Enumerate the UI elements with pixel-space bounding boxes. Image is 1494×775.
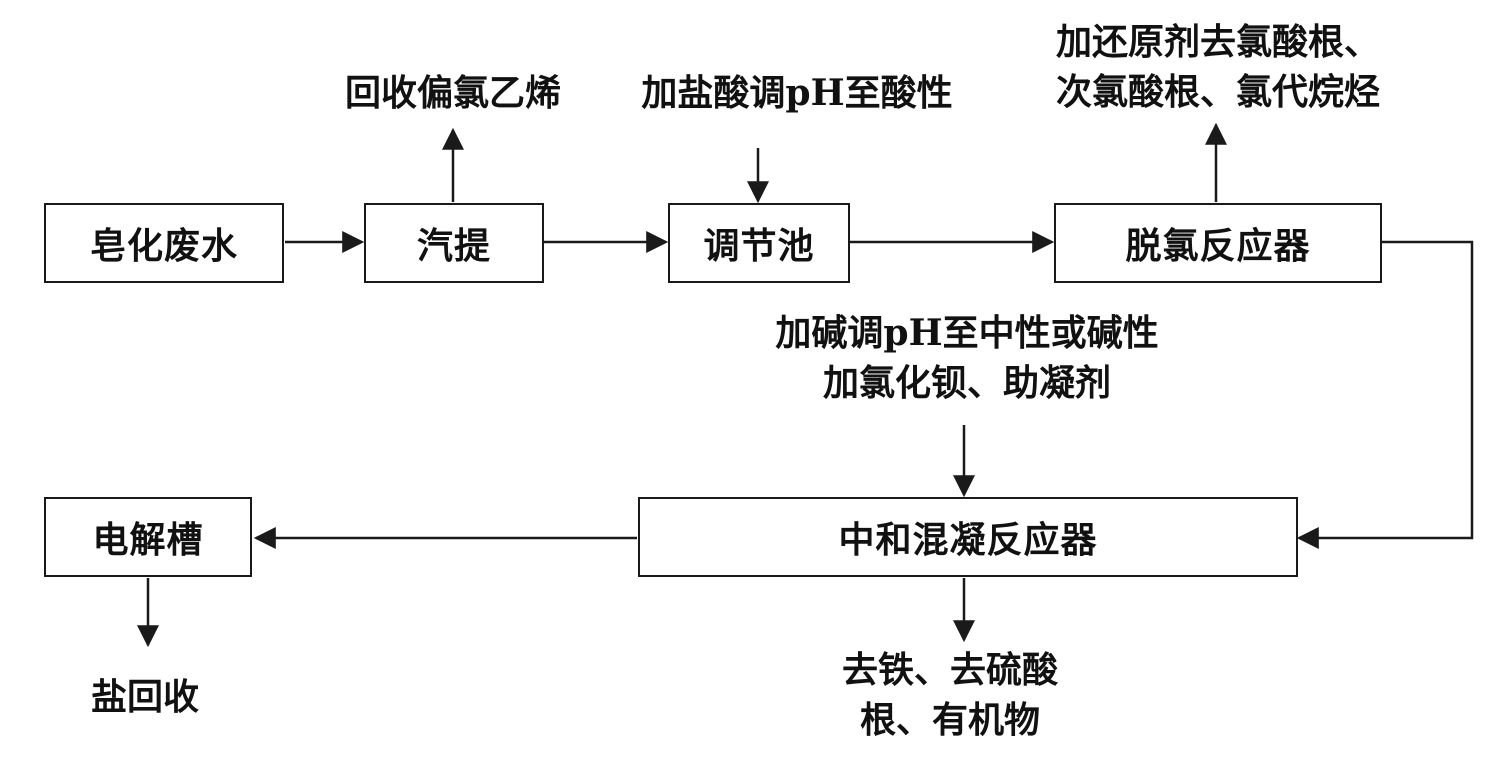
annotation-alkali-line1: 加碱调pH至中性或碱性 [775, 312, 1159, 354]
annotation-reductant-line2: 次氯酸根、氯代烷烃 [1055, 71, 1380, 113]
annotation-removal: 去铁、去硫酸 根、有机物 [800, 645, 1100, 745]
annotation-removal-line2: 根、有机物 [859, 699, 1040, 741]
annotation-recover-vdc: 回收偏氯乙烯 [344, 72, 561, 114]
annotation-reductant: 加还原剂去氯酸根、 次氯酸根、氯代烷烃 [1008, 17, 1428, 117]
arrow-dechlorination-to-neutralization [1296, 240, 1474, 549]
annotation-add-hcl: 加盐酸调pH至酸性 [641, 72, 953, 114]
node-electrolytic-cell: 电解槽 [44, 497, 252, 577]
annotation-alkali-line2: 加氯化钡、助凝剂 [822, 362, 1111, 404]
node-neutralization-reactor: 中和混凝反应器 [638, 497, 1298, 577]
node-dechlorination-reactor: 脱氯反应器 [1054, 203, 1382, 283]
node-stripping: 汽提 [364, 203, 544, 283]
node-soap-wastewater: 皂化废水 [44, 203, 284, 283]
node-regulating-tank: 调节池 [668, 203, 850, 283]
annotation-alkali: 加碱调pH至中性或碱性 加氯化钡、助凝剂 [732, 308, 1202, 408]
annotation-removal-line1: 去铁、去硫酸 [841, 649, 1058, 691]
annotation-salt-recovery: 盐回收 [90, 676, 199, 718]
annotation-reductant-line1: 加还原剂去氯酸根、 [1055, 21, 1380, 63]
